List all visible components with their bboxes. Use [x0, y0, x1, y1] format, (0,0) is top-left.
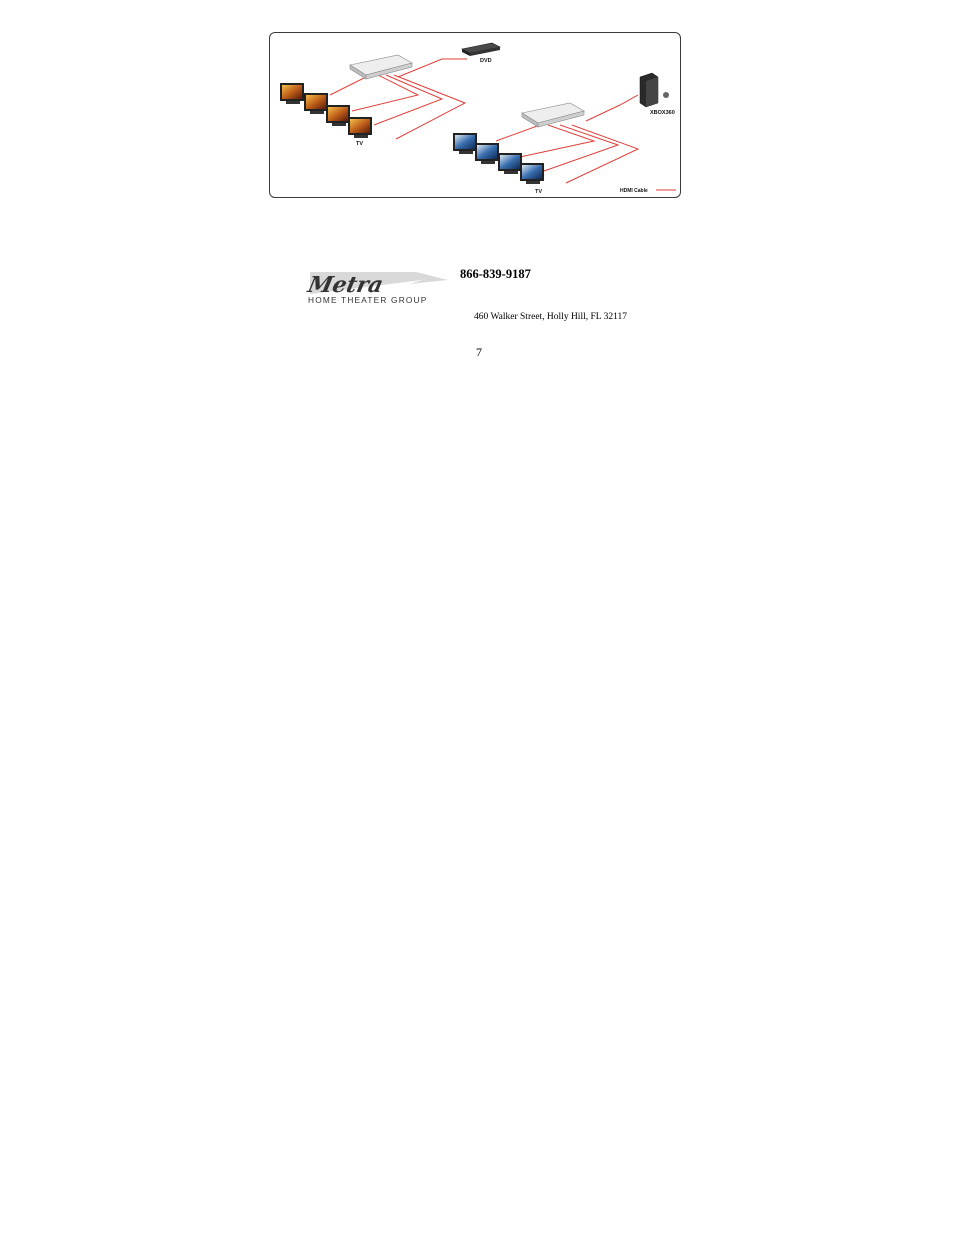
hdmi-cable-tv-4 [393, 74, 467, 140]
xbox360-console-icon [639, 72, 669, 108]
tv-group-right [453, 133, 544, 184]
tv-left-4 [348, 117, 372, 138]
tv-group-left [280, 83, 372, 138]
label-tv-left: TV [356, 141, 363, 147]
tv-right-4 [520, 163, 544, 184]
page-number: 7 [476, 345, 482, 359]
label-tv-right: TV [535, 189, 542, 195]
hdmi-cables-right [495, 94, 640, 184]
hdmi-cable-rtv-3 [543, 124, 620, 172]
dvd-player-icon [461, 42, 501, 56]
hdmi-cable-dvd [397, 58, 467, 78]
tv-left-3 [326, 105, 350, 126]
address: 460 Walker Street, Holly Hill, FL 32117 [474, 312, 627, 322]
tv-left-1 [280, 83, 304, 104]
tv-right-2 [475, 143, 499, 164]
phone-number: 866-839-9187 [460, 267, 531, 281]
metra-logo-graphic: Metra HOME THEATER GROUP [305, 272, 448, 305]
tv-left-2 [304, 93, 328, 114]
diagram-svg: DVD TV [280, 42, 676, 195]
connection-diagram: DVD TV [269, 32, 681, 198]
legend-label: HDMI Cable [620, 188, 648, 194]
label-xbox: XBOX360 [650, 110, 675, 116]
hdmi-cables-left [329, 58, 467, 140]
hdmi-cable-rtv-2 [519, 124, 596, 158]
hdmi-cable-rtv-1 [495, 124, 541, 142]
hdmi-cable-tv-3 [373, 74, 444, 126]
hdmi-splitter-right [521, 102, 585, 128]
label-dvd: DVD [480, 58, 492, 64]
logo-tagline: HOME THEATER GROUP [308, 295, 427, 304]
hdmi-splitter-left [349, 54, 413, 80]
legend: HDMI Cable [620, 188, 676, 194]
hdmi-cable-tv-2 [351, 74, 420, 112]
logo-wordmark: Metra [306, 272, 385, 298]
hdmi-cable-rtv-4 [565, 124, 640, 184]
xbox-controller-icon [663, 92, 669, 98]
hdmi-cable-tv-1 [329, 74, 371, 96]
logo-swoosh [310, 272, 448, 294]
metra-logo: Metra HOME THEATER GROUP [305, 268, 448, 305]
tv-right-3 [498, 153, 522, 174]
hdmi-cable-xbox [585, 94, 639, 122]
tv-right-1 [453, 133, 477, 154]
